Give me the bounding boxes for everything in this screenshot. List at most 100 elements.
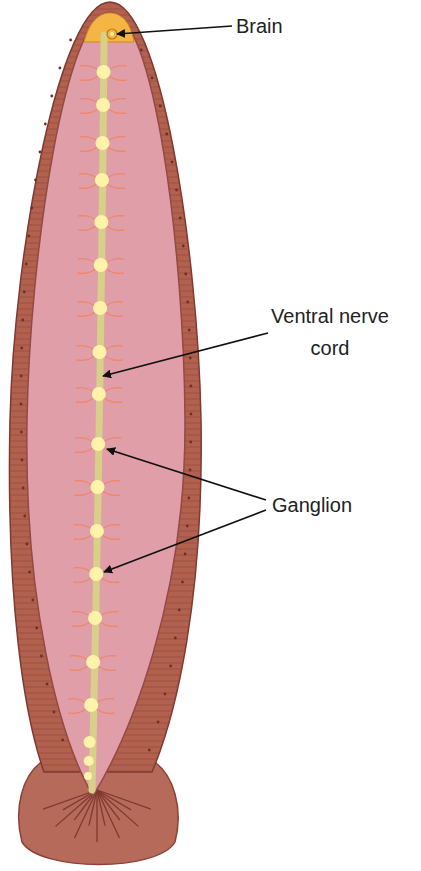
- body-dot: [184, 273, 187, 276]
- leader-line: [104, 510, 266, 572]
- body-dot: [26, 543, 29, 546]
- body-dot: [189, 385, 192, 388]
- nerve-branch: [80, 99, 126, 114]
- brain-center: [107, 29, 117, 39]
- part-label: Brain: [236, 10, 356, 42]
- body-dot: [186, 301, 189, 304]
- ganglion: [84, 756, 94, 766]
- ganglion: [94, 258, 108, 272]
- body-dot: [27, 235, 30, 238]
- ganglion: [96, 136, 110, 150]
- body-dot: [20, 431, 23, 434]
- ganglion: [88, 611, 102, 625]
- body-dot: [46, 683, 49, 686]
- body-dot: [20, 403, 23, 406]
- nerve-branch: [72, 612, 118, 627]
- ganglion: [91, 480, 105, 494]
- nerve-branch: [70, 656, 116, 671]
- body-dot: [186, 525, 189, 528]
- ganglion: [94, 215, 108, 229]
- sucker-ridge: [97, 790, 119, 838]
- body-dot: [20, 375, 23, 378]
- nerve-branch: [77, 302, 123, 317]
- sucker-ridge: [43, 790, 97, 809]
- ganglion: [84, 736, 96, 748]
- nerve-branch: [76, 346, 122, 361]
- body-dot: [148, 749, 151, 752]
- nerve-branch: [80, 137, 126, 152]
- ganglion: [92, 387, 106, 401]
- body-dot: [179, 217, 182, 220]
- body-dot: [171, 161, 174, 164]
- sucker-ridge: [96, 790, 97, 842]
- body-cavity: [27, 12, 185, 796]
- body-dot: [189, 441, 192, 444]
- body-dot: [30, 207, 33, 210]
- nerve-branch: [73, 568, 119, 583]
- body-dot: [159, 105, 162, 108]
- nerve-branch: [74, 525, 120, 540]
- body-dot: [190, 413, 193, 416]
- body-dot: [187, 497, 190, 500]
- body-dot: [23, 515, 26, 518]
- body-dot: [28, 571, 31, 574]
- body-dot: [59, 67, 62, 70]
- body-dot: [31, 599, 34, 602]
- ganglion: [84, 698, 98, 712]
- ganglion: [91, 437, 105, 451]
- nerve-branch: [78, 259, 124, 274]
- body-dot: [175, 189, 178, 192]
- body-dot: [40, 655, 43, 658]
- leader-line: [107, 449, 266, 500]
- body-dot: [20, 347, 23, 350]
- ganglion: [90, 524, 104, 538]
- body-dot: [165, 133, 168, 136]
- body-dot: [169, 665, 172, 668]
- part-label: Ventral nerve cord: [250, 300, 410, 364]
- nerve-branch: [75, 481, 121, 496]
- ganglion: [95, 173, 109, 187]
- nerve-branch: [76, 388, 122, 403]
- body-dot: [182, 245, 185, 248]
- body-dot: [53, 711, 56, 714]
- nerve-branch: [81, 66, 127, 81]
- body-dot: [50, 95, 53, 98]
- nerve-branch: [75, 438, 121, 453]
- body-dot: [189, 469, 192, 472]
- body-dot: [44, 123, 47, 126]
- brain: [84, 13, 134, 42]
- ganglion: [97, 65, 111, 79]
- body-dot: [35, 627, 38, 630]
- body-dot: [39, 151, 42, 154]
- body-dot: [23, 291, 26, 294]
- nerve-branch: [78, 216, 124, 231]
- ganglion: [93, 301, 107, 315]
- body-dot: [61, 739, 64, 742]
- nerve-branch: [79, 174, 125, 189]
- body-dot: [21, 459, 24, 462]
- ganglion: [86, 655, 100, 669]
- leader-lines: [103, 26, 268, 572]
- body-dot: [34, 179, 37, 182]
- nerve-branch: [68, 699, 114, 714]
- ganglion: [96, 98, 110, 112]
- leader-line: [103, 333, 268, 376]
- body-dot: [22, 487, 25, 490]
- body-dot: [69, 39, 72, 42]
- body-dot: [189, 357, 192, 360]
- ganglion: [84, 772, 92, 780]
- body-dot: [181, 581, 184, 584]
- sucker-ridge: [97, 790, 105, 826]
- body-dot: [174, 637, 177, 640]
- ganglion: [89, 567, 103, 581]
- body-dot: [178, 609, 181, 612]
- part-label: Ganglion: [272, 489, 402, 521]
- body-dot: [188, 329, 191, 332]
- sucker-ridge: [97, 790, 138, 826]
- body-dot: [21, 319, 24, 322]
- body-dot: [184, 553, 187, 556]
- body-dot: [151, 77, 154, 80]
- ganglion: [92, 345, 106, 359]
- body-dot: [164, 693, 167, 696]
